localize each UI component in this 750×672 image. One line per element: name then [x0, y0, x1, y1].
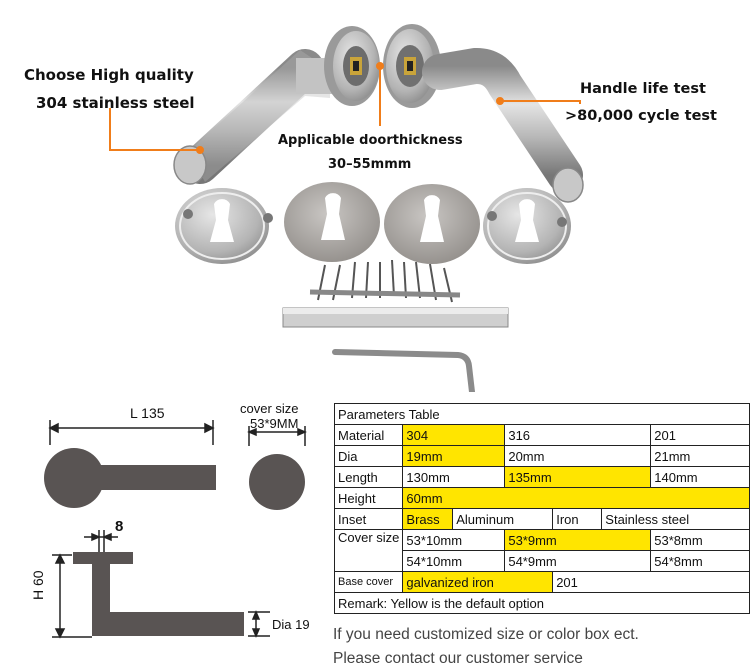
table-row-cover-size: Cover size 53*10mm 53*9mm 53*8mm: [333, 529, 750, 572]
table-row-cover-size-2: 54*10mm 54*9mm 54*8mm: [335, 550, 750, 572]
left-lever-handle: [173, 49, 334, 185]
table-cell: 20mm: [504, 445, 652, 467]
table-row-base-cover: Base cover galvanized iron 201: [333, 571, 750, 593]
escutcheon-cover-right: [384, 184, 480, 264]
escutcheon-plate-right: [483, 188, 571, 264]
table-cell: 53*8mm: [650, 529, 750, 551]
table-cell: 54*9mm: [504, 550, 652, 572]
door-thickness-caption-line1: Applicable doorthickness: [278, 133, 463, 148]
right-rose-mechanism: [383, 24, 441, 108]
height-dimension: [52, 553, 92, 639]
table-row-height: Height 60mm: [333, 487, 750, 509]
table-cell: 304: [402, 424, 506, 446]
table-row-inset: Inset Brass Aluminum Iron Stainless stee…: [333, 508, 750, 530]
table-cell: 316: [504, 424, 652, 446]
table-cell: 135mm: [504, 466, 652, 488]
table-remark: Remark: Yellow is the default option: [334, 592, 750, 614]
life-test-caption-line1: Handle life test: [580, 81, 706, 97]
table-cell: Aluminum: [452, 508, 554, 530]
cover-rose-circle: [249, 454, 305, 510]
table-cell: 140mm: [650, 466, 750, 488]
table-row-material: Material 304 316 201: [333, 424, 750, 446]
width-label: 8: [115, 518, 124, 535]
table-cell: 54*10mm: [402, 550, 506, 572]
table-cell: 201: [552, 571, 750, 593]
table-cell: 54*8mm: [650, 550, 750, 572]
square-spindle: [282, 307, 509, 328]
quality-caption-line1: Choose High quality: [24, 66, 194, 84]
screws: [309, 259, 461, 303]
cover-size-label-line1: cover size: [240, 401, 299, 416]
life-test-caption-line2: >80,000 cycle test: [565, 108, 717, 124]
customization-note: If you need customized size or color box…: [333, 626, 639, 643]
table-cell: 201: [650, 424, 750, 446]
row-label: Height: [333, 487, 404, 509]
length-label: L 135: [130, 405, 165, 421]
table-cell: 130mm: [402, 466, 506, 488]
row-label: Base cover: [333, 571, 404, 593]
length-dimension: [48, 420, 215, 445]
table-cell: galvanized iron: [402, 571, 554, 593]
row-label: Material: [333, 424, 404, 446]
table-cell: Brass: [402, 508, 454, 530]
handle-top-view: [44, 448, 216, 508]
technical-drawing: [44, 420, 307, 639]
height-label: H 60: [30, 570, 46, 600]
door-thickness-caption-line2: 30–55mmm: [328, 157, 412, 172]
row-label: Cover size: [333, 529, 404, 572]
escutcheon-plate-left: [175, 188, 273, 264]
table-title: Parameters Table: [334, 403, 750, 425]
row-label: Inset: [333, 508, 404, 530]
dia-label: Dia 19: [272, 617, 310, 632]
product-photo: [109, 24, 584, 392]
table-cell: 60mm: [402, 487, 750, 509]
width-dimension: [84, 530, 118, 552]
contact-note: Please contact our customer service: [333, 650, 583, 667]
cover-size-label-line2: 53*9MM: [250, 416, 299, 431]
table-row-length: Length 130mm 135mm 140mm: [333, 466, 750, 488]
handle-side-view: [73, 552, 244, 636]
dia-dimension: [248, 610, 270, 638]
table-cell: 21mm: [650, 445, 750, 467]
table-cell: Stainless steel: [601, 508, 750, 530]
right-lever-handle: [422, 48, 584, 203]
escutcheon-cover-left: [284, 182, 380, 262]
parameters-table: Parameters Table Material 304 316 201 Di…: [333, 403, 750, 614]
table-row: Parameters Table: [334, 403, 750, 425]
annotation-leaders: [109, 62, 581, 154]
table-cell: 19mm: [402, 445, 506, 467]
table-row-remark: Remark: Yellow is the default option: [334, 592, 750, 614]
row-label: Length: [333, 466, 404, 488]
table-cell: 53*10mm: [402, 529, 506, 551]
left-rose-mechanism: [324, 26, 380, 106]
quality-caption-line2: 304 stainless steel: [36, 94, 195, 112]
table-cell: 53*9mm: [504, 529, 652, 551]
table-cell: Iron: [552, 508, 603, 530]
cover-size-dimension: [247, 426, 307, 446]
table-row-dia: Dia 19mm 20mm 21mm: [333, 445, 750, 467]
allen-key: [332, 349, 475, 392]
row-label: Dia: [333, 445, 404, 467]
